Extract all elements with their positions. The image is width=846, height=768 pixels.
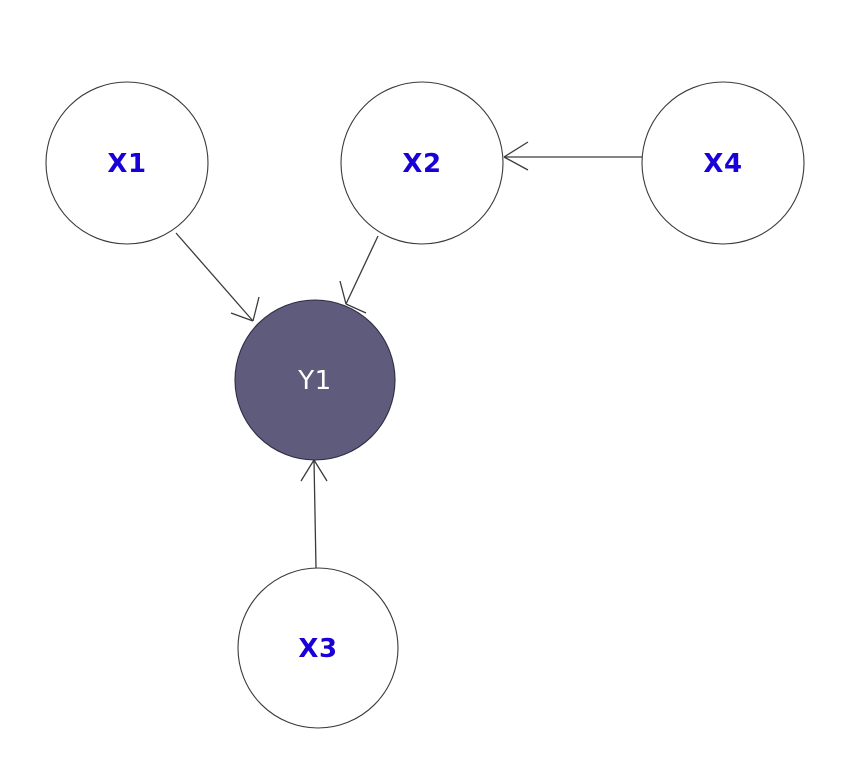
node-x2[interactable]: X2 — [340, 81, 504, 245]
edge-x1-to-y1-line — [175, 232, 254, 322]
edge-x4-to-x2-arrowhead — [503, 141, 529, 171]
edge-x2-to-y1-line — [345, 235, 379, 305]
node-x4[interactable]: X4 — [641, 81, 805, 245]
node-x4-label: X4 — [703, 149, 742, 179]
node-y1-label: Y1 — [297, 366, 331, 396]
node-x1[interactable]: X1 — [45, 81, 209, 245]
node-x3-circle[interactable] — [237, 567, 399, 729]
node-y1[interactable]: Y1 — [234, 299, 396, 461]
edge-x4-to-x2[interactable] — [503, 141, 643, 171]
edge-layer — [175, 141, 643, 569]
edge-x3-to-y1-arrowhead — [300, 459, 328, 482]
edge-x1-to-y1[interactable] — [175, 232, 260, 322]
node-x2-circle[interactable] — [340, 81, 504, 245]
edge-x2-to-y1-arrowhead — [339, 280, 367, 314]
node-x2-label: X2 — [402, 149, 441, 179]
node-y1-circle[interactable] — [234, 299, 396, 461]
node-x1-label: X1 — [107, 149, 146, 179]
edge-x2-to-y1[interactable] — [339, 235, 379, 314]
node-x1-circle[interactable] — [45, 81, 209, 245]
node-x3[interactable]: X3 — [237, 567, 399, 729]
edge-x3-to-y1[interactable] — [300, 459, 328, 569]
node-x3-label: X3 — [298, 634, 337, 664]
node-layer: X1 X2 X4 Y1 X3 — [45, 81, 805, 729]
node-x4-circle[interactable] — [641, 81, 805, 245]
edge-x1-to-y1-arrowhead — [230, 296, 260, 322]
edge-x3-to-y1-line — [313, 459, 317, 569]
